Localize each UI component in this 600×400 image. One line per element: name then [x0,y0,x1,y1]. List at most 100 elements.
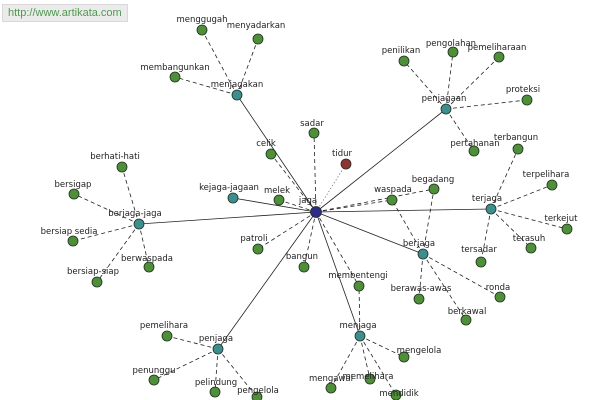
node-label-tidur: tidur [332,149,352,159]
node-tersadar[interactable] [475,256,487,268]
node-mengelola[interactable] [398,351,410,363]
node-label-tersadar: tersadar [461,245,497,255]
node-berkawal[interactable] [460,314,472,326]
node-berwaspada[interactable] [143,261,155,273]
edge-jaga-kejaga-jagaan [232,197,317,213]
node-label-berjaga: berjaga [403,239,435,249]
edge-jaga-celik [270,153,317,213]
edge-jaga-penjaga [217,211,317,350]
node-pemeliharaan[interactable] [493,51,505,63]
node-label-menjagakan: menjagakan [211,80,263,90]
node-begadang[interactable] [428,183,440,195]
node-proteksi[interactable] [521,94,533,106]
edge-penjaga-pemelihara [166,335,219,350]
node-label-begadang: begadang [412,175,455,185]
label-layer: jagamenjagakanpenjagaanberjaga-jagaterja… [41,15,579,399]
node-ronda[interactable] [494,291,506,303]
node-sadar[interactable] [308,127,320,139]
node-berjaga-jaga[interactable] [133,218,145,230]
node-label-mendidik: mendidik [379,389,418,399]
node-label-terjaga: terjaga [472,194,502,204]
node-tidur[interactable] [340,158,352,170]
node-bangun[interactable] [298,261,310,273]
node-membentengi[interactable] [353,280,365,292]
node-waspada[interactable] [386,194,398,206]
node-berjaga[interactable] [417,248,429,260]
node-label-penilikan: penilikan [382,46,420,56]
node-label-berwaspada: berwaspada [121,254,173,264]
node-pengolahan[interactable] [447,46,459,58]
node-penilikan[interactable] [398,55,410,67]
node-mendidik[interactable] [390,389,402,400]
node-terkejut[interactable] [561,223,573,235]
node-label-penjaga: penjaga [199,334,233,344]
node-menjaga[interactable] [354,330,366,342]
node-label-terbangun: terbangun [494,133,538,143]
node-label-pertahanan: pertahanan [450,139,499,149]
node-label-pengolahan: pengolahan [426,39,476,49]
node-layer [67,24,573,400]
node-kejaga-jagaan[interactable] [227,192,239,204]
edge-jaga-begadang [315,188,435,213]
edge-terjaga-terkejut [490,208,568,230]
node-bersigap[interactable] [68,188,80,200]
node-label-bersiap-siap: bersiap-siap [67,267,119,277]
edge-layer [72,29,568,398]
node-pelindung[interactable] [209,386,221,398]
node-label-terkejut: terkejut [545,214,579,224]
node-jaga[interactable] [310,206,322,218]
node-melek[interactable] [273,194,285,206]
edge-menjagakan-menggugah [201,29,238,96]
node-penjagaan[interactable] [440,103,452,115]
node-terbangun[interactable] [512,143,524,155]
node-label-pemelihara: pemelihara [140,321,188,331]
edge-jaga-menjagakan [236,94,317,213]
node-terpelihara[interactable] [546,179,558,191]
edge-jaga-terjaga [315,208,492,213]
node-pengelola[interactable] [251,391,263,400]
node-mengawal[interactable] [325,382,337,394]
edge-berjaga-berkawal [422,253,467,321]
node-menyadarkan[interactable] [252,33,264,45]
node-label-memelihara: memelihara [342,372,393,382]
node-berhati-hati[interactable] [116,161,128,173]
edge-berjaga-jaga-berwaspada [138,223,150,268]
edge-jaga-waspada [315,199,393,213]
node-pemelihara[interactable] [161,330,173,342]
node-terasuh[interactable] [525,242,537,254]
node-penunggu[interactable] [148,374,160,386]
node-label-berjaga-jaga: berjaga-jaga [108,209,162,219]
node-label-pengelola: pengelola [237,386,279,396]
node-label-membentengi: membentengi [328,271,388,281]
edge-penjagaan-pemeliharaan [445,56,500,110]
node-label-berkawal: berkawal [448,307,487,317]
node-penjaga[interactable] [212,343,224,355]
edge-jaga-penjagaan [315,108,447,213]
node-memelihara[interactable] [364,373,376,385]
node-label-terpelihara: terpelihara [523,170,570,180]
node-bersiap-siap[interactable] [91,276,103,288]
node-membangunkan[interactable] [169,71,181,83]
node-terjaga[interactable] [485,203,497,215]
node-label-bangun: bangun [286,252,318,262]
node-bersiap-sedia[interactable] [67,235,79,247]
node-patroli[interactable] [252,243,264,255]
node-menggugah[interactable] [196,24,208,36]
node-label-membangunkan: membangunkan [140,63,209,73]
node-menjagakan[interactable] [231,89,243,101]
edge-penjagaan-pertahanan [445,108,475,152]
watermark-banner: http://www.artikata.com [2,4,128,22]
node-celik[interactable] [265,148,277,160]
edge-menjaga-memelihara [359,335,371,380]
node-label-berawas-awas: berawas-awas [391,284,452,294]
edge-jaga-berjaga-jaga [138,211,317,225]
edge-menjaga-membentengi [358,285,361,337]
node-label-jaga: jaga [298,196,317,206]
node-berawas-awas[interactable] [413,293,425,305]
edge-berjaga-jaga-berhati-hati [121,166,140,225]
node-label-penunggu: penunggu [133,366,176,376]
edge-penjaga-pengelola [217,348,258,398]
node-pertahanan[interactable] [468,145,480,157]
node-label-terasuh: terasuh [513,234,545,244]
edge-terjaga-tersadar [480,208,492,263]
